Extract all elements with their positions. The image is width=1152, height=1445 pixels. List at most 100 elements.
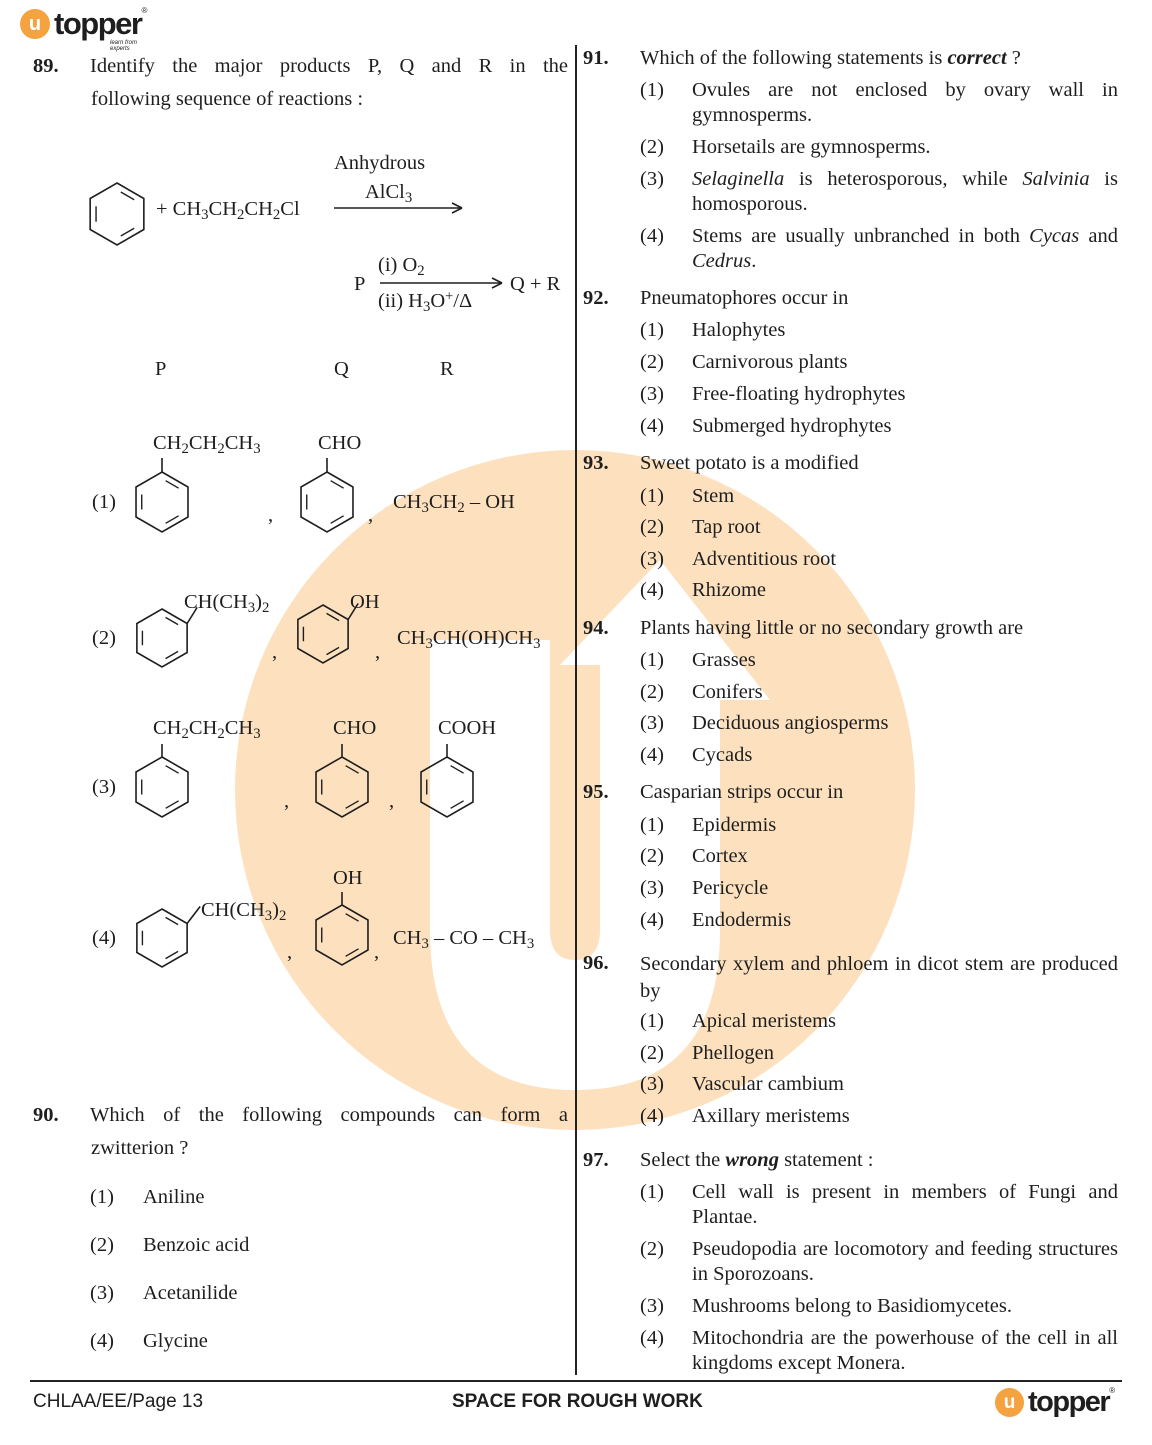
reagent-bottom: AlCl3 [365,181,413,207]
option-text[interactable]: Pseudopodia are locomotory and feeding s… [692,1238,1118,1285]
option-text[interactable]: Acetanilide [143,1282,238,1304]
question-text: Sweet potato is a modified [640,452,859,474]
option-label[interactable]: (3) [640,1295,664,1317]
ring-outline [300,471,354,533]
option-label[interactable]: (4) [640,415,664,437]
option-text[interactable]: Halophytes [692,319,786,341]
option-label[interactable]: (2) [640,136,664,158]
option-label[interactable]: (1) [640,79,664,101]
option-text[interactable]: Benzoic acid [143,1234,250,1256]
ring-outline [135,756,189,818]
option-text[interactable]: Axillary meristems [692,1105,850,1127]
option-label[interactable]: (2) [92,627,116,649]
option-text[interactable]: Cell wall is present in members of Fungi… [692,1181,1118,1228]
option-label[interactable]: (3) [90,1282,114,1304]
option-label[interactable]: (4) [640,579,664,601]
ring-outline [315,904,369,966]
option-label[interactable]: (1) [640,1010,664,1032]
option-text[interactable]: Apical meristems [692,1010,837,1032]
option-text[interactable]: Horsetails are gymnosperms. [692,136,931,158]
option-r: CH3CH2 – OH [393,491,515,517]
option-label[interactable]: (3) [92,776,116,798]
option-label[interactable]: (1) [640,485,664,507]
double-bond [165,950,179,960]
option-text[interactable]: Conifers [692,681,763,703]
option-label[interactable]: (3) [640,877,664,899]
option-text[interactable]: Pericycle [692,877,769,899]
option-text[interactable]: Free-floating hydrophytes [692,383,906,405]
arrow-head [491,277,503,284]
stem-text: Select the [640,1149,726,1171]
option-q-substituent: OH [350,591,380,613]
option-text[interactable]: Tap root [692,516,761,538]
option-label[interactable]: (4) [92,927,116,949]
text: is homosporous. [692,168,1118,215]
option-q-substituent: CHO [333,717,377,739]
option-text[interactable]: Grasses [692,649,756,671]
option-text[interactable]: Mushrooms belong to Basidiomycetes. [692,1295,1013,1317]
option-p-substituent: CH(CH3)2 [184,591,270,617]
option-label[interactable]: (1) [640,319,664,341]
option-text[interactable]: Ovules are not enclosed by ovary wall in… [692,79,1118,126]
option-text[interactable]: Vascular cambium [692,1073,844,1095]
question-text: Casparian strips occur in [640,781,844,803]
option-p-substituent: CH2CH2CH3 [153,432,261,458]
option-label[interactable]: (1) [90,1186,114,1208]
double-bond [326,612,340,622]
option-text[interactable]: Rhizome [692,579,767,601]
option-label[interactable]: (4) [640,744,664,766]
option-text[interactable]: Deciduous angiosperms [692,712,889,734]
double-bond [165,480,179,489]
option-text[interactable]: Endodermis [692,909,792,931]
option-label[interactable]: (1) [640,649,664,671]
option-text[interactable]: Adventitious root [692,548,837,570]
option-text[interactable]: Submerged hydrophytes [692,415,892,437]
ring-outline [136,908,188,968]
arrow-head [451,207,463,214]
option-text[interactable]: Cortex [692,845,748,867]
option-text[interactable]: Stems are usually unbranched in both Cyc… [692,224,1118,274]
separator: , [268,504,274,526]
option-text[interactable]: Glycine [143,1330,208,1352]
double-bond [120,227,135,237]
option-text[interactable]: Aniline [143,1186,205,1208]
option-label[interactable]: (4) [640,1105,664,1127]
option-label[interactable]: (3) [640,712,664,734]
option-label[interactable]: (1) [92,491,116,513]
double-bond [345,913,359,922]
option-label[interactable]: (4) [90,1330,114,1352]
option-text[interactable]: Cycads [692,744,753,766]
option-label[interactable]: (4) [640,1327,664,1349]
question-text: Which of the following statements is cor… [640,46,1021,70]
option-label[interactable]: (3) [640,1073,664,1095]
option-text[interactable]: Selaginella is heterosporous, while Salv… [692,167,1118,217]
option-label[interactable]: (2) [640,1042,664,1064]
option-label[interactable]: (2) [640,351,664,373]
question-text: zwitterion ? [91,1137,189,1159]
double-bond [345,948,359,957]
double-bond [165,916,179,926]
option-label[interactable]: (2) [640,681,664,703]
option-label[interactable]: (4) [640,909,664,931]
option-q-substituent: OH [333,867,363,889]
option-label[interactable]: (3) [640,548,664,570]
option-text[interactable]: Carnivorous plants [692,351,848,373]
option-label[interactable]: (2) [640,516,664,538]
option-label[interactable]: (2) [640,1238,664,1260]
question-text: Plants having little or no secondary gro… [640,617,1024,639]
option-label[interactable]: (1) [640,1181,664,1203]
option-text[interactable]: Phellogen [692,1042,774,1064]
option-label[interactable]: (3) [640,168,664,190]
option-text[interactable]: Stem [692,485,735,507]
option-label[interactable]: (3) [640,383,664,405]
footer-rule [30,1380,1122,1382]
option-label[interactable]: (2) [640,845,664,867]
option-label[interactable]: (4) [640,225,664,247]
option-text[interactable]: Mitochondria are the powerhouse of the c… [692,1327,1118,1374]
option-text[interactable]: Epidermis [692,814,777,836]
separator: , [389,790,395,812]
double-bond [330,515,344,524]
ring-outline [420,756,474,818]
option-label[interactable]: (1) [640,814,664,836]
option-label[interactable]: (2) [90,1234,114,1256]
